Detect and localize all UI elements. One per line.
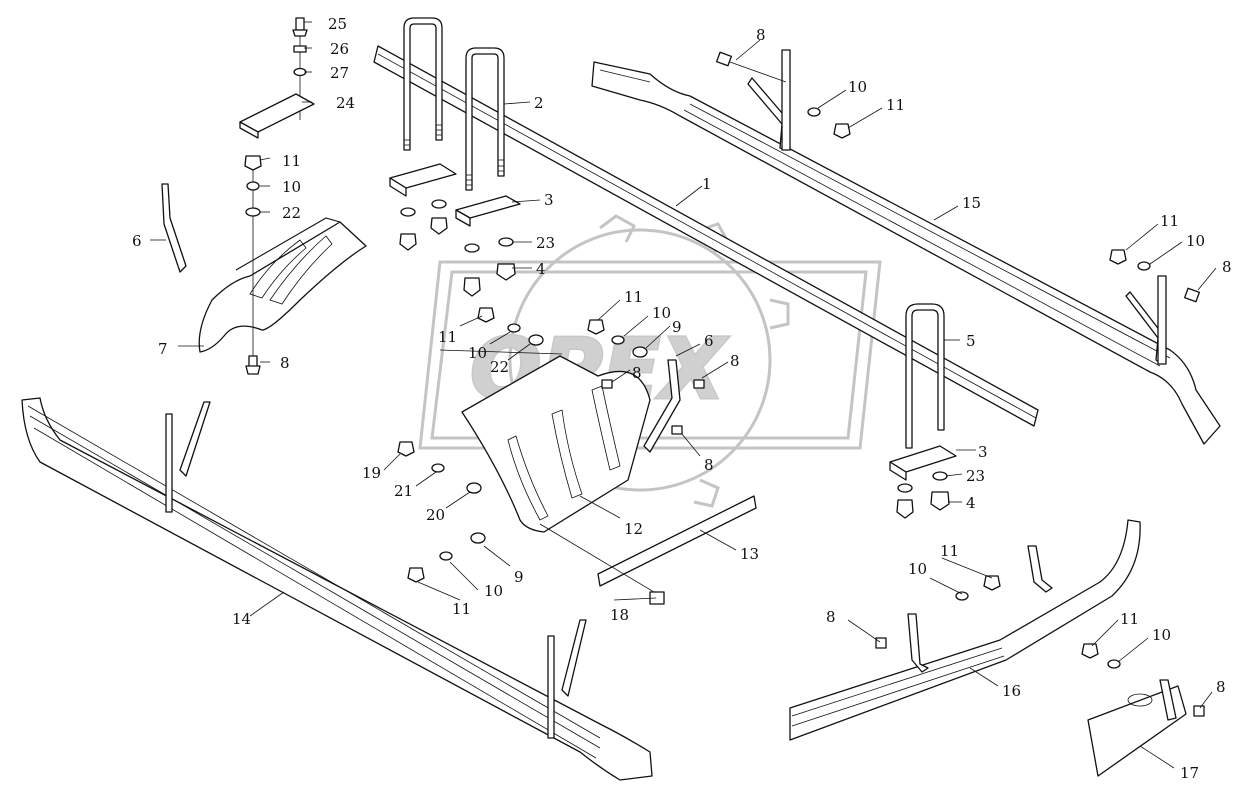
callout-10: 10: [484, 582, 503, 600]
callout-8: 8: [1222, 258, 1232, 276]
callout-10: 10: [848, 78, 867, 96]
callout-22: 22: [282, 204, 301, 222]
callout-20: 20: [426, 506, 445, 524]
callout-19: 19: [362, 464, 381, 482]
callout-9: 9: [514, 568, 524, 586]
callout-8: 8: [1216, 678, 1226, 696]
callout-24: 24: [336, 94, 355, 112]
callout-25: 25: [328, 15, 347, 33]
callout-3: 3: [978, 443, 988, 461]
callout-8: 8: [704, 456, 714, 474]
part-14-rail-left: [21, 397, 653, 781]
callout-11: 11: [452, 600, 471, 618]
callout-10: 10: [468, 344, 487, 362]
part-24-plate: [239, 17, 315, 139]
callout-10: 10: [1152, 626, 1171, 644]
part-13-strip: [539, 495, 757, 605]
callout-22: 22: [490, 358, 509, 376]
callout-27: 27: [330, 64, 349, 82]
leader-lines: [150, 21, 1217, 769]
callout-23: 23: [536, 234, 555, 252]
callout-23: 23: [966, 467, 985, 485]
callout-8: 8: [756, 26, 766, 44]
callout-10: 10: [1186, 232, 1205, 250]
part-1-bar: [373, 45, 1039, 427]
callout-8: 8: [632, 364, 642, 382]
callout-9: 9: [672, 318, 682, 336]
part-2-u-bolts: [389, 17, 521, 297]
callout-10: 10: [652, 304, 671, 322]
callout-6: 6: [132, 232, 142, 250]
callout-5: 5: [966, 332, 976, 350]
callout-18: 18: [610, 606, 629, 624]
watermark: OPEX: [418, 214, 882, 508]
callout-16: 16: [1002, 682, 1021, 700]
part-5-u-bolt: [889, 303, 957, 519]
callout-11: 11: [282, 152, 301, 170]
callout-11: 11: [1160, 212, 1179, 230]
callout-2: 2: [534, 94, 544, 112]
callout-11: 11: [940, 542, 959, 560]
part-12-mudflap: [439, 349, 681, 533]
callout-11: 11: [886, 96, 905, 114]
callout-7: 7: [158, 340, 168, 358]
callout-4: 4: [966, 494, 976, 512]
callout-11: 11: [1120, 610, 1139, 628]
callout-11: 11: [624, 288, 643, 306]
callout-8: 8: [730, 352, 740, 370]
callout-13: 13: [740, 545, 759, 563]
callout-labels: 1 2 3 3 4 4 5 6 6 7 8 8 8 8 8 8 8 8 9 9 …: [132, 15, 1232, 782]
callout-17: 17: [1180, 764, 1199, 782]
callout-4: 4: [536, 260, 546, 278]
callout-21: 21: [394, 482, 413, 500]
part-15-rail-right: [591, 49, 1221, 445]
callout-26: 26: [330, 40, 349, 58]
callout-12: 12: [624, 520, 643, 538]
callout-11: 11: [438, 328, 457, 346]
part-17-bracket: [1081, 643, 1205, 777]
middle-hardware: [397, 307, 705, 583]
callout-10: 10: [908, 560, 927, 578]
callout-3: 3: [544, 191, 554, 209]
part-7-fender-left: [161, 155, 367, 375]
callout-15: 15: [962, 194, 981, 212]
callout-14: 14: [232, 610, 251, 628]
part-16-rail-lower: [789, 519, 1141, 741]
callout-8: 8: [280, 354, 290, 372]
callout-10: 10: [282, 178, 301, 196]
callout-1: 1: [702, 175, 712, 193]
callout-6: 6: [704, 332, 714, 350]
callout-8: 8: [826, 608, 836, 626]
